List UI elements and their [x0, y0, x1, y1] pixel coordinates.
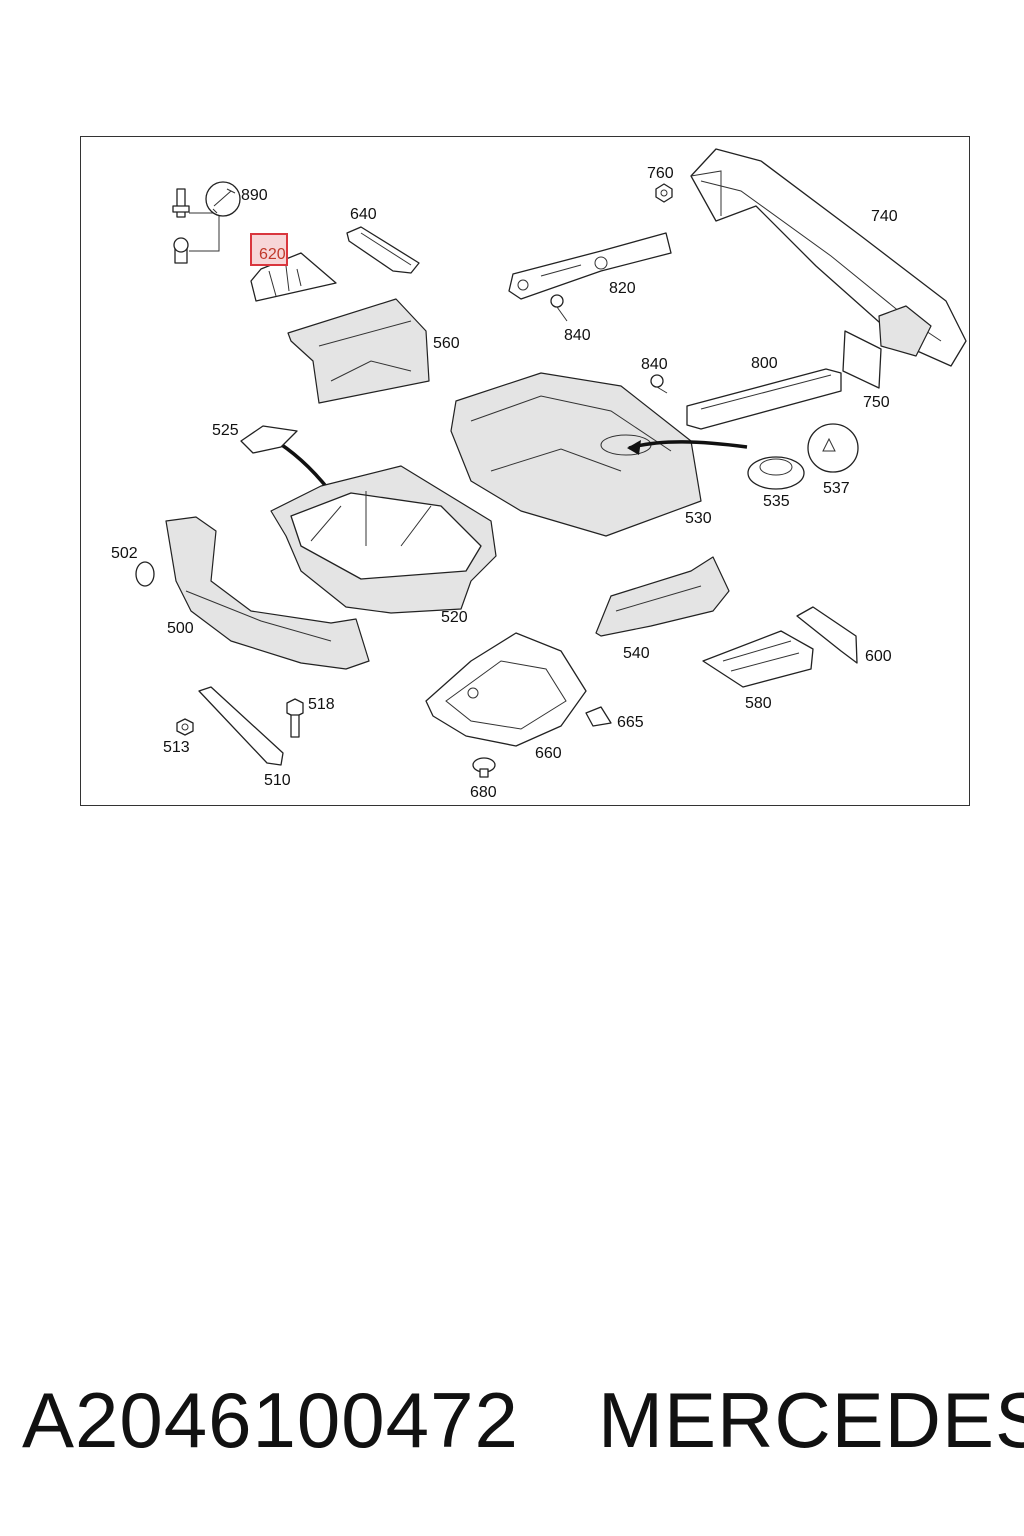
- part-525-clip: [240, 425, 298, 454]
- footer: A2046100472 MERCEDES: [0, 1370, 1024, 1470]
- part-530-floor-pan: [450, 372, 702, 537]
- arrow-head-535: [627, 440, 641, 455]
- part-518-bolt: [286, 698, 304, 738]
- callout-890[interactable]: 890: [241, 187, 268, 204]
- part-760-nut: [655, 183, 673, 203]
- wrench-icon: [205, 181, 241, 217]
- part-640-rail: [346, 226, 420, 274]
- part-510-strut: [198, 686, 284, 766]
- callout-560[interactable]: 560: [433, 335, 460, 352]
- part-560-panel: [287, 298, 430, 404]
- part-740-bumper-beam: [690, 148, 967, 367]
- callout-800[interactable]: 800: [751, 355, 778, 372]
- part-890-bolts: [172, 181, 241, 264]
- part-520-wheel-well: [270, 465, 497, 614]
- callout-680[interactable]: 680: [470, 784, 497, 801]
- callout-502[interactable]: 502: [111, 545, 138, 562]
- callout-520[interactable]: 520: [441, 609, 468, 626]
- callout-580[interactable]: 580: [745, 695, 772, 712]
- callout-665[interactable]: 665: [617, 714, 644, 731]
- part-513-nut: [176, 718, 194, 736]
- callout-540[interactable]: 540: [623, 645, 650, 662]
- part-500-rear-panel: [165, 516, 370, 670]
- callout-750[interactable]: 750: [863, 394, 890, 411]
- brand-name: MERCEDES: [598, 1376, 1024, 1464]
- part-537-warning-label: [807, 423, 859, 473]
- callout-660[interactable]: 660: [535, 745, 562, 762]
- callout-513[interactable]: 513: [163, 739, 190, 756]
- callout-537[interactable]: 537: [823, 480, 850, 497]
- part-660-underbody-panel: [425, 632, 587, 747]
- callout-740[interactable]: 740: [871, 208, 898, 225]
- part-600-bracket: [796, 606, 858, 664]
- parts-diagram-frame: 890 620 640 560 760 740 820: [80, 136, 970, 806]
- part-620-bracket: [250, 233, 337, 302]
- part-680-rivet: [472, 757, 496, 778]
- warning-triangle-icon: [822, 437, 836, 452]
- exploded-parts-diagram: 890 620 640 560 760 740 820: [111, 148, 967, 801]
- callout-535[interactable]: 535: [763, 493, 790, 510]
- part-840-bolt-b: [650, 374, 668, 394]
- callout-600[interactable]: 600: [865, 648, 892, 665]
- part-840-bolt-a: [550, 294, 568, 322]
- callout-530[interactable]: 530: [685, 510, 712, 527]
- part-535-grommet: [747, 456, 805, 490]
- part-540-side-member: [595, 556, 730, 637]
- callout-518[interactable]: 518: [308, 696, 335, 713]
- callout-760[interactable]: 760: [647, 165, 674, 182]
- part-number: A2046100472: [22, 1376, 519, 1464]
- part-665-clip: [585, 706, 612, 727]
- callout-510[interactable]: 510: [264, 772, 291, 789]
- highlight-box-620: [250, 233, 288, 266]
- callout-640[interactable]: 640: [350, 206, 377, 223]
- part-502-plug: [135, 561, 155, 587]
- callout-840-b[interactable]: 840: [641, 356, 668, 373]
- callout-525[interactable]: 525: [212, 422, 239, 439]
- callout-620[interactable]: 620: [259, 246, 286, 263]
- part-750-plate: [842, 330, 882, 389]
- part-580-panel: [702, 630, 814, 688]
- part-820-crossmember: [508, 232, 672, 300]
- callout-500[interactable]: 500: [167, 620, 194, 637]
- callout-840-a[interactable]: 840: [564, 327, 591, 344]
- callout-820[interactable]: 820: [609, 280, 636, 297]
- part-800-rail: [686, 368, 842, 430]
